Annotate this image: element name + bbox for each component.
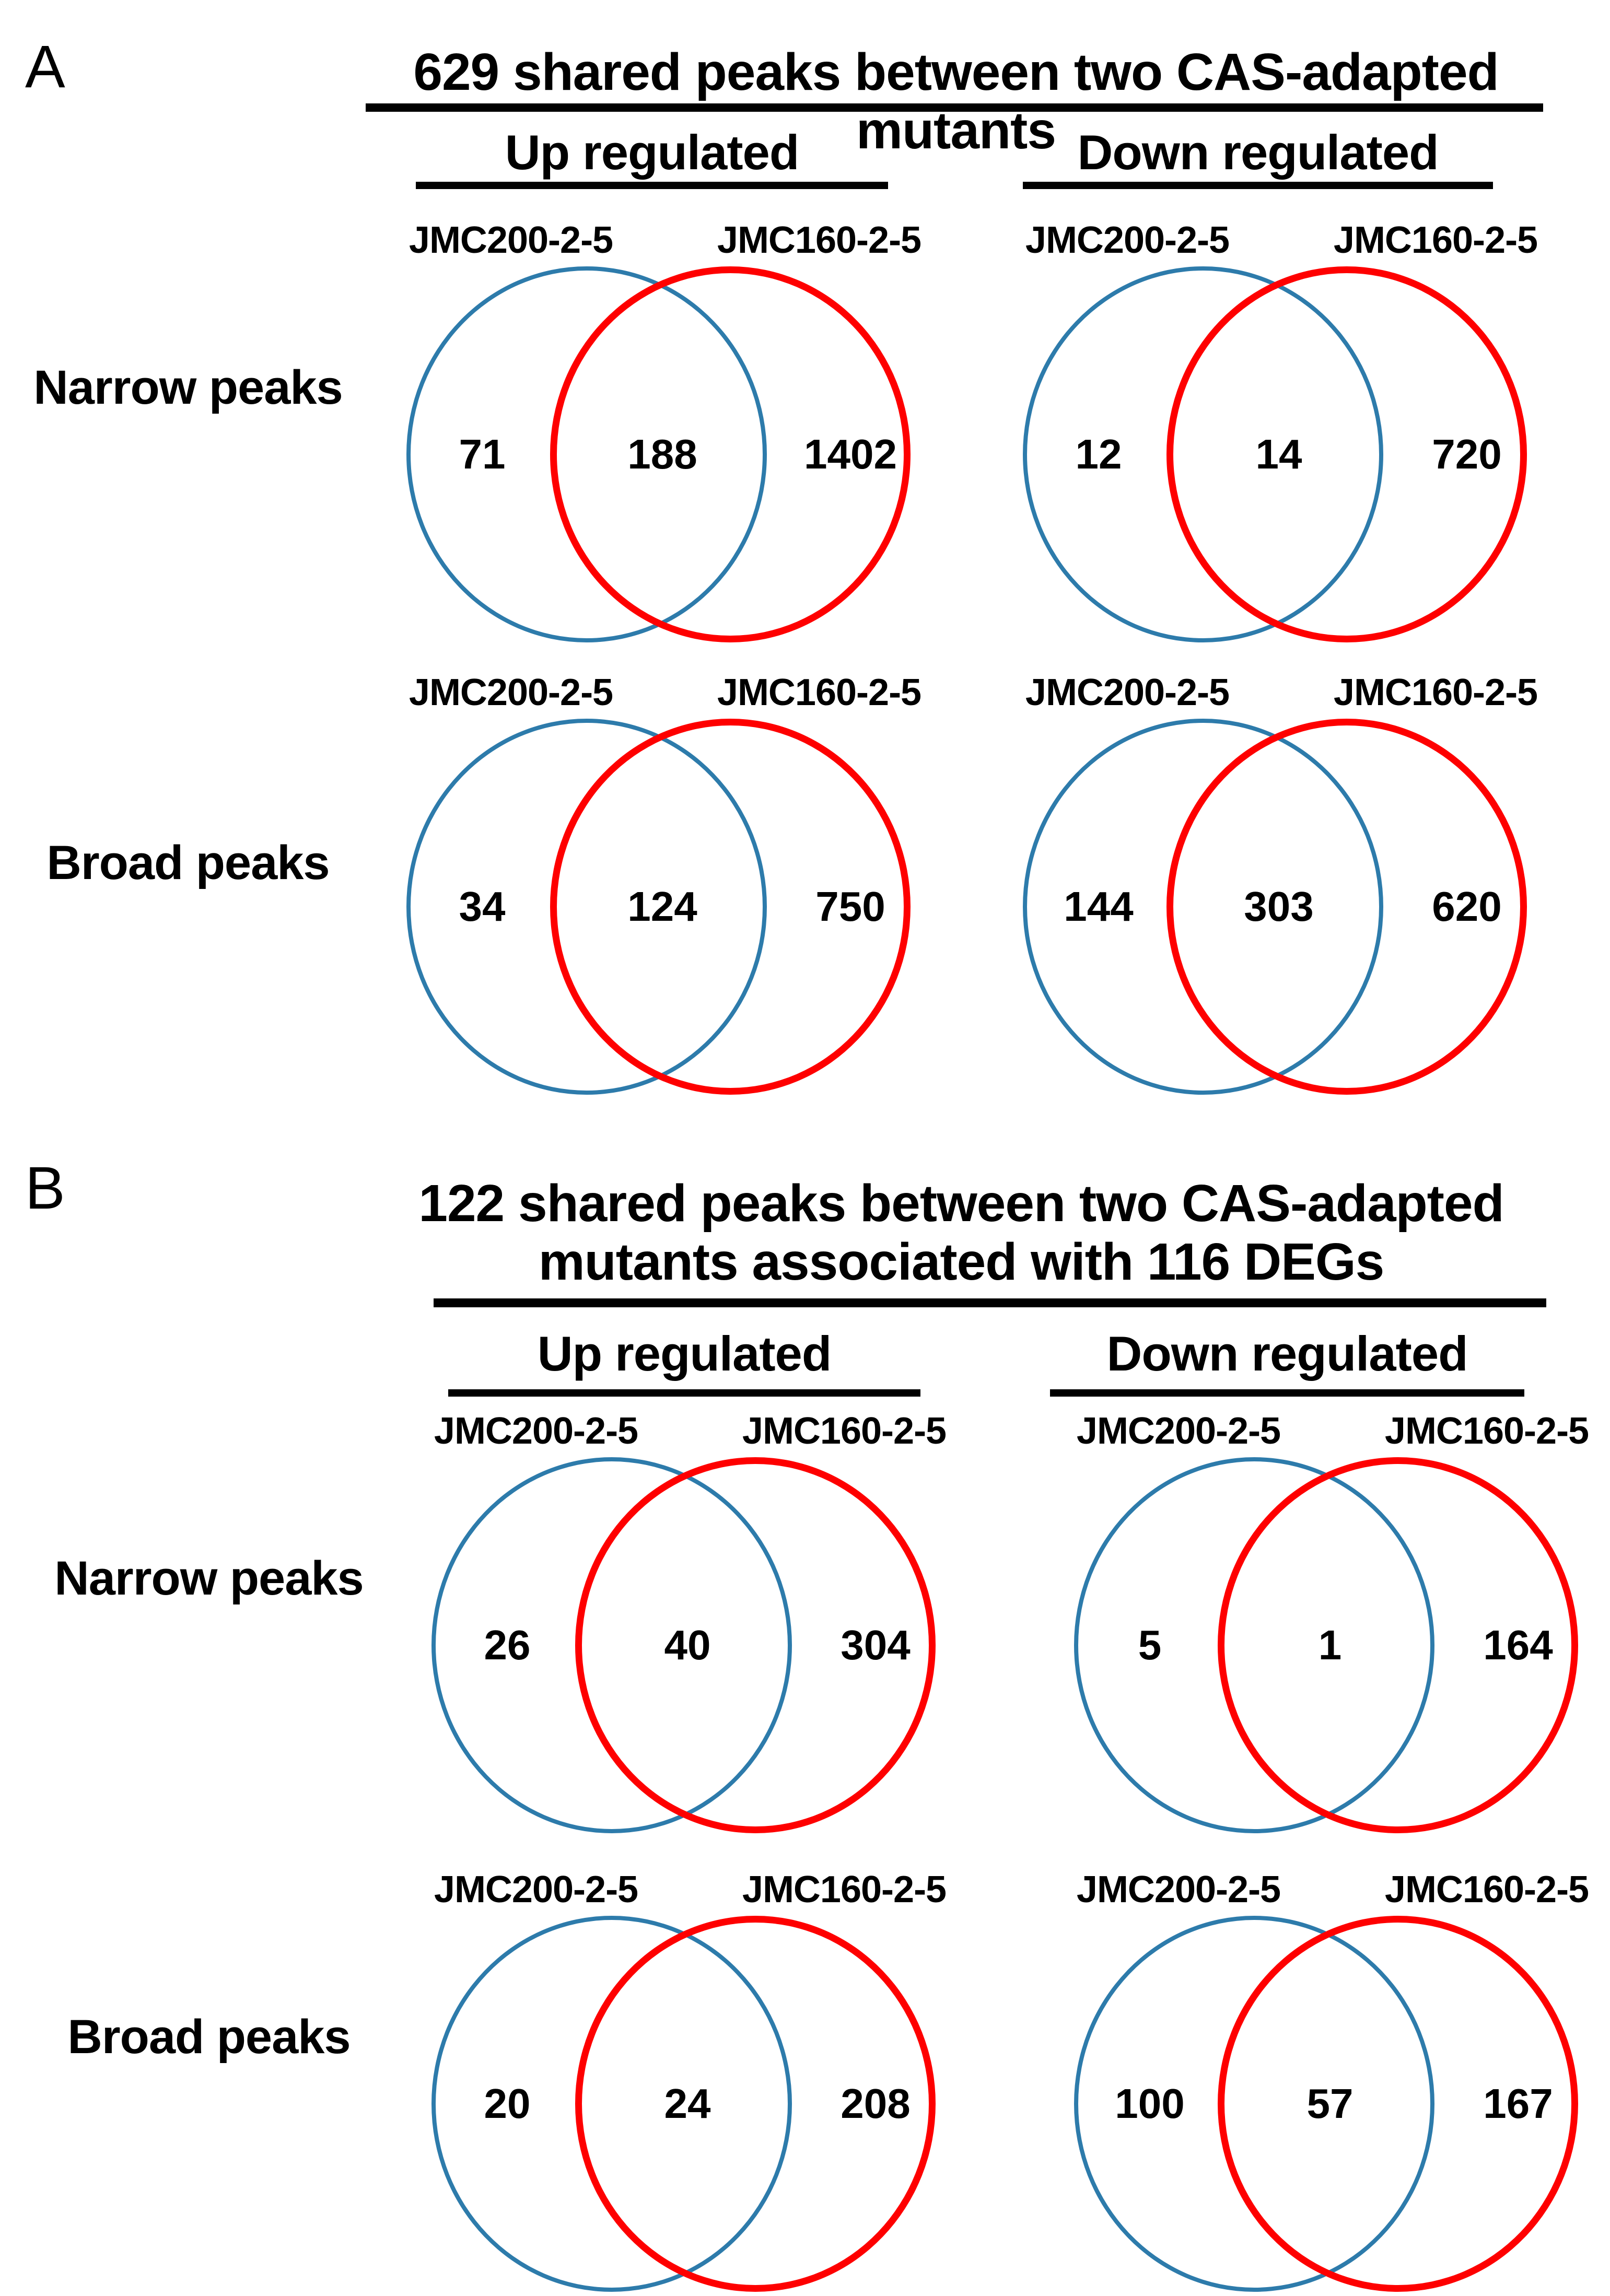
circle-label-jmc200: JMC200-2-5 [1076,1869,1281,1911]
circle-label-jmc160: JMC160-2-5 [1384,1869,1589,1911]
venn-count-left-only: 100 [1115,2080,1185,2127]
panel-b-label: B [25,1155,65,1222]
circle-label-jmc200: JMC200-2-5 [434,1869,638,1911]
venn-count-right-only: 304 [841,1622,911,1668]
venn-b-broad-up: JMC200-2-5 JMC160-2-5 20 24 208 [431,1858,947,2292]
circle-label-jmc160: JMC160-2-5 [717,219,921,261]
panel-a-down-regulated-header: Down regulated [1077,125,1439,180]
circle-label-jmc160: JMC160-2-5 [742,1410,947,1452]
circle-label-jmc200: JMC200-2-5 [434,1410,638,1452]
venn-a-narrow-up: JMC200-2-5 JMC160-2-5 71 188 1402 [406,209,921,642]
panel-b-broad-peaks-row-label: Broad peaks [67,2010,351,2064]
venn-count-overlap: 124 [627,883,697,930]
venn-count-overlap: 303 [1244,883,1314,930]
panel-b-title-line1: 122 shared peaks between two CAS-adapted [418,1174,1504,1233]
panel-a-label: A [25,33,65,100]
venn-count-right-only: 750 [815,883,885,930]
circle-label-jmc160: JMC160-2-5 [717,672,921,713]
panel-a-narrow-peaks-row-label: Narrow peaks [33,361,343,414]
venn-count-right-only: 208 [841,2080,911,2127]
circle-label-jmc160: JMC160-2-5 [1333,219,1538,261]
venn-count-left-only: 26 [484,1622,531,1668]
venn-count-left-only: 20 [484,2080,531,2127]
venn-a-narrow-down: JMC200-2-5 JMC160-2-5 12 14 720 [1023,209,1538,642]
panel-b-down-regulated-header: Down regulated [1106,1326,1468,1381]
venn-count-right-only: 1402 [804,431,897,477]
venn-count-overlap: 188 [627,431,697,477]
venn-count-right-only: 720 [1432,431,1502,477]
circle-label-jmc160: JMC160-2-5 [742,1869,947,1911]
panel-a-down-regulated-underline [1023,182,1493,189]
circle-label-jmc160: JMC160-2-5 [1384,1410,1589,1452]
venn-count-left-only: 12 [1075,431,1122,477]
circle-label-jmc200: JMC200-2-5 [409,672,613,713]
circle-label-jmc200: JMC200-2-5 [1076,1410,1281,1452]
venn-count-left-only: 5 [1138,1622,1162,1668]
panel-b-narrow-peaks-row-label: Narrow peaks [54,1552,364,1605]
venn-count-left-only: 34 [459,883,506,930]
venn-b-narrow-down: JMC200-2-5 JMC160-2-5 5 1 164 [1074,1400,1589,1833]
circle-label-jmc160: JMC160-2-5 [1333,672,1538,713]
circle-label-jmc200: JMC200-2-5 [1025,672,1230,713]
venn-count-right-only: 167 [1483,2080,1553,2127]
venn-count-overlap: 1 [1318,1622,1342,1668]
venn-count-right-only: 164 [1483,1622,1553,1668]
circle-label-jmc200: JMC200-2-5 [1025,219,1230,261]
venn-a-broad-down: JMC200-2-5 JMC160-2-5 144 303 620 [1023,661,1538,1095]
panel-b-up-regulated-underline [448,1389,920,1397]
venn-count-right-only: 620 [1432,883,1502,930]
panel-a-title-underline [366,103,1543,112]
venn-count-overlap: 14 [1255,431,1302,477]
panel-a-up-regulated-header: Up regulated [505,125,800,180]
venn-count-overlap: 57 [1306,2080,1354,2127]
venn-a-broad-up: JMC200-2-5 JMC160-2-5 34 124 750 [406,661,921,1095]
venn-count-left-only: 144 [1064,883,1134,930]
panel-a-broad-peaks-row-label: Broad peaks [46,836,330,889]
panel-b-title-line2: mutants associated with 116 DEGs [538,1233,1385,1291]
venn-b-narrow-up: JMC200-2-5 JMC160-2-5 26 40 304 [431,1400,947,1833]
panel-b-down-regulated-underline [1050,1389,1524,1397]
venn-b-broad-down: JMC200-2-5 JMC160-2-5 100 57 167 [1074,1858,1589,2292]
panel-b-title-underline [434,1298,1546,1307]
panel-b-up-regulated-header: Up regulated [537,1326,832,1381]
venn-count-overlap: 24 [664,2080,711,2127]
venn-count-left-only: 71 [459,431,506,477]
circle-label-jmc200: JMC200-2-5 [409,219,613,261]
panel-a-up-regulated-underline [416,182,888,189]
venn-count-overlap: 40 [664,1622,711,1668]
